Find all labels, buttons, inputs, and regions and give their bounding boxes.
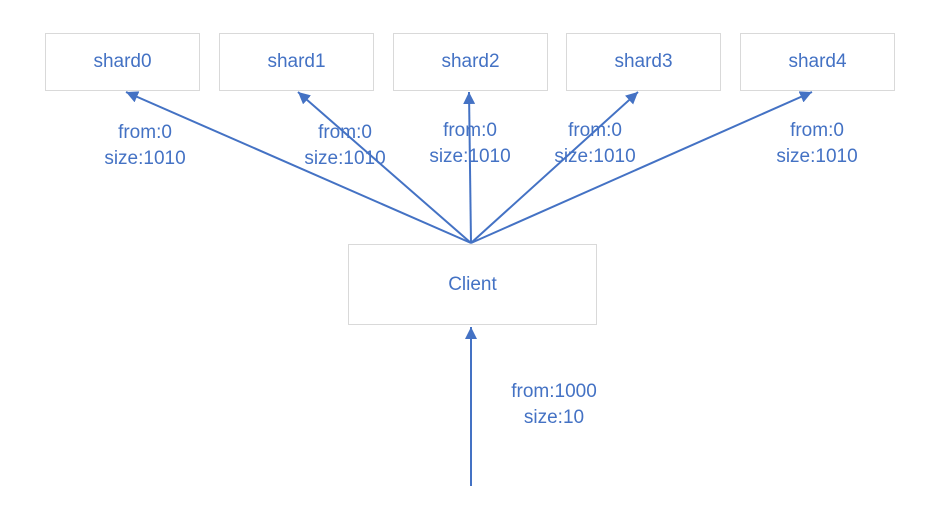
shard3-box: shard3 [566, 33, 721, 91]
shard0-size: size:1010 [104, 148, 186, 169]
client-name: Client [448, 273, 497, 295]
client-box: Client [348, 244, 597, 325]
arrow-client-to-shard0 [125, 91, 472, 244]
shard1-name: shard1 [267, 51, 326, 72]
shard2-box: shard2 [393, 33, 548, 91]
shard2-name: shard2 [441, 51, 500, 72]
shard0-request-label: from:0 size:1010 [100, 120, 190, 172]
client-request-size: size:10 [523, 407, 585, 428]
shard2-request-label: from:0 size:1010 [425, 118, 515, 170]
shard0-from: from:0 [118, 122, 172, 143]
client-request-label: from:1000 size:10 [499, 379, 609, 431]
shard4-size: size:1010 [776, 146, 858, 167]
shard4-from: from:0 [790, 120, 844, 141]
shard1-from: from:0 [318, 122, 372, 143]
shard1-size: size:1010 [304, 148, 386, 169]
shard4-request-label: from:0 size:1010 [772, 118, 862, 170]
shard2-from: from:0 [443, 120, 497, 141]
arrow-client-to-shard1 [297, 91, 472, 244]
shard0-name: shard0 [93, 51, 152, 72]
shard1-box: shard1 [219, 33, 374, 91]
client-request-from: from:1000 [511, 381, 597, 402]
shard3-from: from:0 [568, 120, 622, 141]
shard4-box: shard4 [740, 33, 895, 91]
shard2-size: size:1010 [429, 146, 511, 167]
shard3-request-label: from:0 size:1010 [550, 118, 640, 170]
shard1-request-label: from:0 size:1010 [300, 120, 390, 172]
shard0-box: shard0 [45, 33, 200, 91]
arrow-client-to-shard4 [470, 91, 813, 244]
arrow-client-to-shard3 [470, 91, 639, 244]
arrow-client-to-shard2 [463, 91, 476, 244]
shard3-name: shard3 [614, 51, 673, 72]
shard3-size: size:1010 [554, 146, 636, 167]
shard4-name: shard4 [788, 51, 847, 72]
